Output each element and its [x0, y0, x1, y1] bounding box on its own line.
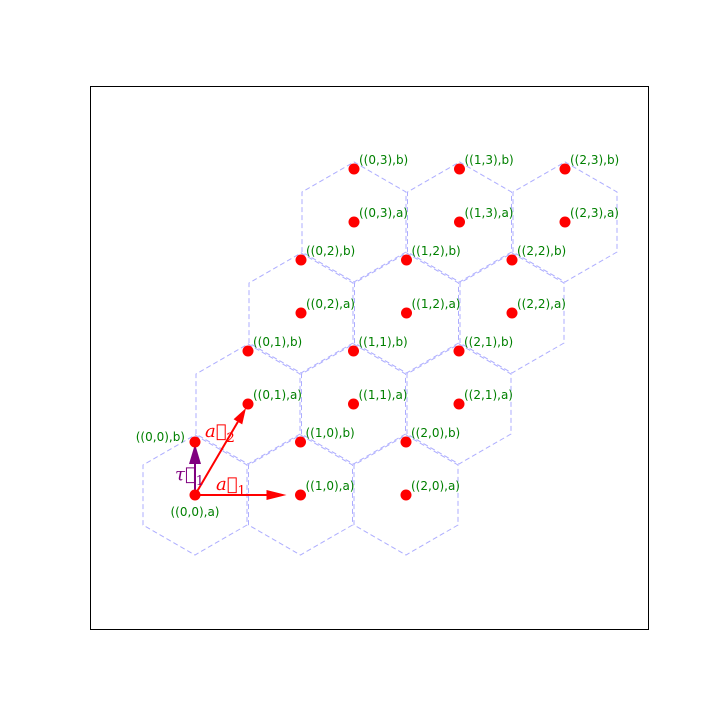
site-marker	[453, 345, 465, 357]
site-labels: ((0,0),a) ((0,0),b) ((1,0),a) ((1,0),b) ((2,…	[136, 153, 620, 519]
tau1-label: τ⃗1	[175, 464, 204, 489]
site-marker	[242, 345, 254, 357]
site-label: ((0,1),b)	[253, 335, 302, 349]
site-marker	[348, 398, 359, 410]
unit-cell-hexagon	[142, 434, 248, 556]
site-label: ((0,0),b)	[136, 430, 185, 444]
site-marker	[506, 254, 518, 266]
site-label: ((0,2),b)	[306, 244, 355, 258]
site-label: ((1,0),a)	[306, 479, 355, 493]
unit-cell-hexagon	[248, 252, 354, 374]
a1-vector-arrow	[195, 490, 287, 500]
site-marker	[400, 436, 412, 448]
unit-cell-hexagon	[512, 161, 618, 283]
unit-cell-hexagon	[301, 343, 406, 465]
site-marker	[400, 489, 412, 501]
site-label: ((1,1),b)	[359, 335, 408, 349]
site-marker	[401, 307, 412, 319]
unit-cell-hexagon	[406, 343, 512, 465]
unit-cell-hexagon	[301, 161, 407, 283]
unit-cell-hexagon	[459, 252, 565, 374]
site-label: ((0,0),a)	[171, 505, 220, 519]
site-marker	[295, 307, 307, 319]
site-label: ((0,2),a)	[306, 297, 355, 311]
site-label: ((2,0),a)	[411, 479, 460, 493]
unit-cell-hexagon	[353, 434, 459, 556]
plot-frame	[90, 86, 649, 630]
site-label: ((2,3),b)	[570, 153, 619, 167]
site-label: ((2,1),a)	[464, 388, 513, 402]
site-marker	[295, 489, 306, 501]
lattice-sites	[189, 163, 571, 501]
site-label: ((2,2),a)	[517, 297, 566, 311]
unit-cell-hexagon	[248, 434, 353, 556]
site-label: ((1,0),b)	[306, 426, 355, 440]
site-label: ((2,1),b)	[464, 335, 513, 349]
site-marker	[189, 436, 201, 448]
site-marker	[295, 436, 306, 448]
site-label: ((1,3),b)	[465, 153, 514, 167]
a1-label: a⃗1	[216, 474, 246, 499]
site-marker	[454, 163, 465, 175]
site-marker	[559, 163, 571, 175]
unit-cell-hexagon	[195, 343, 301, 465]
site-label: ((2,0),b)	[411, 426, 460, 440]
site-label: ((2,2),b)	[517, 244, 566, 258]
site-label: ((1,3),a)	[465, 206, 514, 220]
site-marker	[559, 216, 571, 228]
unit-cell-hexagon	[407, 161, 512, 283]
a2-vector-arrow	[194, 408, 246, 496]
unit-cell-hexagon	[354, 252, 459, 374]
site-label: ((1,2),a)	[412, 297, 461, 311]
site-label: ((2,3),a)	[570, 206, 619, 220]
lattice-vectors: a⃗1 a⃗2τ⃗1	[175, 408, 287, 500]
site-label: ((1,1),a)	[359, 388, 408, 402]
site-marker	[506, 307, 518, 319]
site-label: ((1,2),b)	[412, 244, 461, 258]
site-marker	[348, 345, 359, 357]
site-label: ((0,3),a)	[359, 206, 408, 220]
site-marker	[453, 398, 465, 410]
site-label: ((0,1),a)	[253, 388, 302, 402]
site-marker	[189, 489, 201, 501]
site-marker	[295, 254, 307, 266]
site-label: ((0,3),b)	[359, 153, 408, 167]
unit-cells	[142, 161, 618, 556]
site-marker	[348, 163, 360, 175]
site-marker	[242, 398, 254, 410]
site-marker	[454, 216, 465, 228]
site-marker	[348, 216, 360, 228]
a2-label: a⃗2	[205, 421, 235, 446]
site-marker	[401, 254, 412, 266]
